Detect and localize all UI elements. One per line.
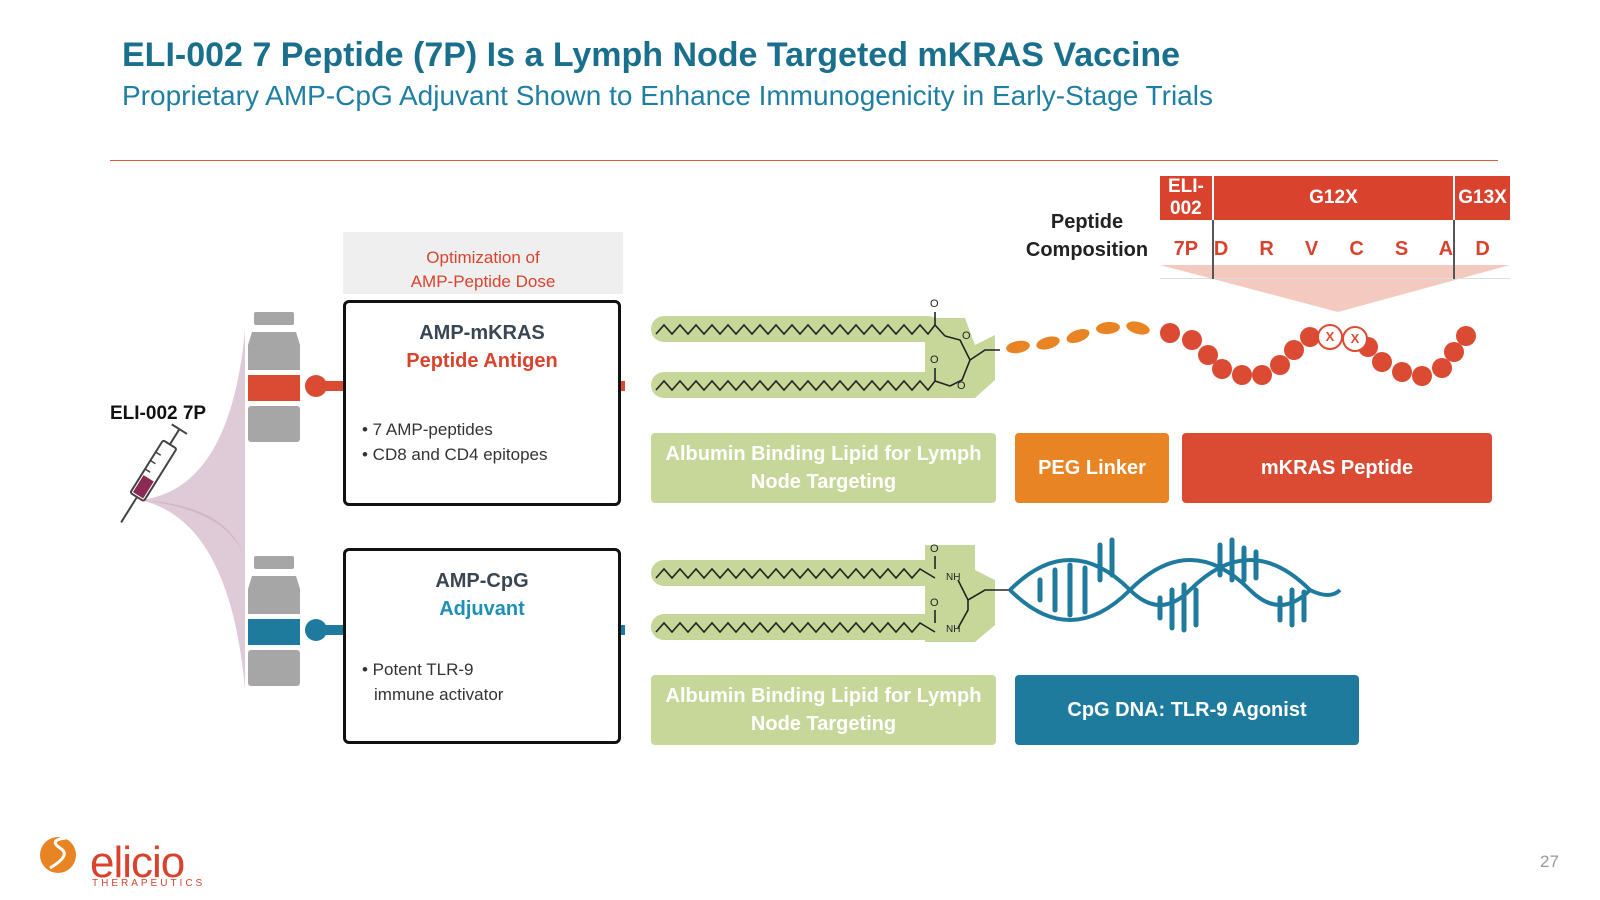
table-header-cell: G13X (1454, 176, 1510, 220)
page-number: 27 (1540, 852, 1559, 871)
oxygen-label: O (930, 597, 939, 609)
table-header-cell: ELI-002 (1160, 176, 1214, 220)
mkras-peptide-label: mKRAS Peptide (1182, 433, 1492, 503)
peg-linker-label: PEG Linker (1015, 433, 1169, 503)
lipid-label-adjuvant: Albumin Binding Lipid for Lymph Node Tar… (651, 675, 996, 745)
vaccine-label: ELI-002 7P (110, 403, 207, 424)
mutation-marker: X (1317, 324, 1343, 350)
optimization-band (343, 232, 623, 294)
table-cell: 7P (1160, 220, 1214, 279)
peg-linker-chain (1006, 321, 1150, 354)
peptide-composition-table: ELI-002 G12X G13X 7P D R V C S A D (1160, 176, 1510, 279)
adjuvant-box: AMP-CpG Adjuvant • Potent TLR-9 immune a… (343, 548, 621, 744)
lipid-tails-adjuvant (651, 545, 1010, 642)
table-row: 7P D R V C S A D (1160, 220, 1510, 279)
oxygen-label: O (930, 354, 939, 366)
adjuvant-box-title: AMP-CpG (435, 570, 529, 592)
spray-cone-top (140, 330, 245, 560)
spray-cone-bottom (140, 500, 245, 690)
title-divider (110, 160, 1498, 161)
syringe-icon (120, 423, 188, 523)
lipid-label-peptide: Albumin Binding Lipid for Lymph Node Tar… (651, 433, 996, 503)
mutation-marker: X (1342, 326, 1368, 352)
lipid-tails-peptide (651, 312, 1000, 398)
vial-peptide-icon (248, 312, 300, 442)
peptide-box-subtitle: Peptide Antigen (406, 350, 558, 372)
table-cell: D (1454, 220, 1510, 279)
table-header-cell: G12X (1212, 176, 1456, 220)
peptide-antigen-box: AMP-mKRAS Peptide Antigen • 7 AMP-peptid… (343, 300, 621, 506)
company-logo-subtitle: THERAPEUTICS (92, 878, 206, 889)
mkras-peptide-chain (1160, 323, 1476, 386)
table-header-row: ELI-002 G12X G13X (1160, 176, 1510, 220)
slide-title: ELI-002 7 Peptide (7P) Is a Lymph Node T… (122, 36, 1181, 74)
adjuvant-box-bullets: • Potent TLR-9 immune activator (362, 660, 504, 704)
nh-label: NH (946, 624, 961, 635)
slide-subtitle: Proprietary AMP-CpG Adjuvant Shown to En… (122, 80, 1213, 111)
vial-adjuvant-icon (248, 556, 300, 686)
peptide-box-title: AMP-mKRAS (419, 322, 545, 344)
elicio-logo-icon (40, 836, 76, 873)
oxygen-label: O (962, 330, 971, 342)
table-cell: D R V C S A (1212, 220, 1456, 279)
peptide-composition-label: Peptide Composition (1025, 211, 1149, 261)
peptide-box-bullets: • 7 AMP-peptides • CD8 and CD4 epitopes (362, 420, 548, 464)
adjuvant-box-subtitle: Adjuvant (439, 598, 525, 620)
company-logo-wordmark: elicio (90, 838, 185, 887)
nh-label: NH (946, 572, 961, 583)
oxygen-label: O (930, 543, 939, 555)
cpg-dna-label: CpG DNA: TLR-9 Agonist (1015, 675, 1359, 745)
optimization-note: Optimization of AMP-Peptide Dose (410, 248, 556, 291)
cpg-dna-helix-icon (1008, 537, 1342, 633)
oxygen-label: O (930, 298, 939, 310)
oxygen-label: O (957, 380, 966, 392)
